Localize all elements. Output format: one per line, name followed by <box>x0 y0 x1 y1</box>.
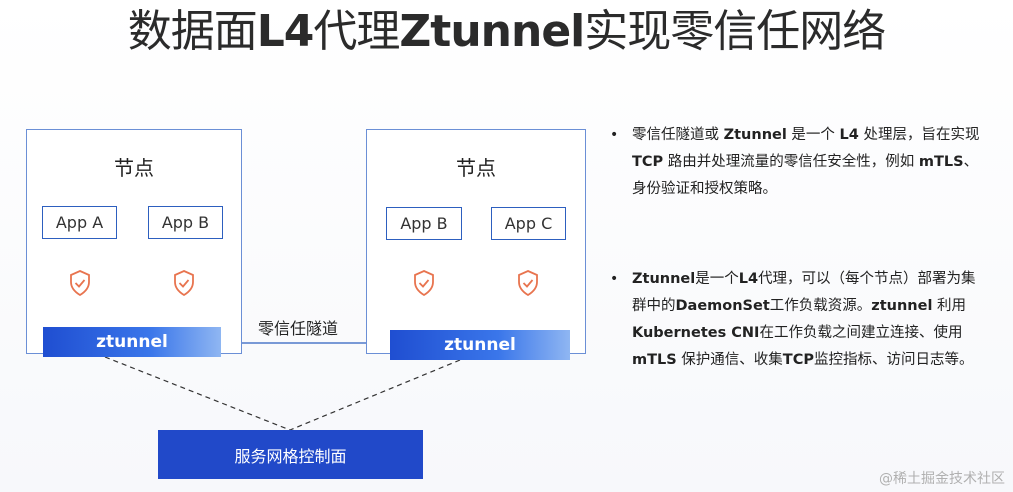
ztunnel-right: ztunnel <box>390 330 570 360</box>
app-box: App A <box>42 206 117 239</box>
app-box: App B <box>386 207 462 240</box>
ztunnel-left: ztunnel <box>43 327 221 357</box>
dashed-right <box>289 359 461 431</box>
node-box-left: 节点 <box>26 129 242 354</box>
app-box: App C <box>491 207 566 240</box>
shield-check-icon <box>518 270 538 296</box>
shield-check-icon <box>70 270 90 296</box>
bullet-item: •零信任隧道或 Ztunnel 是一个 L4 处理层，旨在实现 TCP 路由并处… <box>606 122 986 203</box>
control-plane: 服务网格控制面 <box>158 430 423 479</box>
node-label: 节点 <box>114 156 154 180</box>
bullet-list: •零信任隧道或 Ztunnel 是一个 L4 处理层，旨在实现 TCP 路由并处… <box>606 122 986 374</box>
node-label: 节点 <box>456 156 496 180</box>
bullet-dot: • <box>610 271 619 287</box>
bullet-dot: • <box>610 127 619 143</box>
shield-check-icon <box>174 270 194 296</box>
bullet-item: •Ztunnel是一个L4代理，可以（每个节点）部署为集群中的DaemonSet… <box>606 266 986 374</box>
watermark: @稀土掘金技术社区 <box>879 471 1005 487</box>
dashed-left <box>104 356 291 431</box>
page-title: 数据面L4代理Ztunnel实现零信任网络 <box>127 6 887 57</box>
shield-check-icon <box>414 270 434 296</box>
node-box-right: 节点 <box>366 129 586 354</box>
app-box: App B <box>148 206 223 239</box>
tunnel-label: 零信任隧道 <box>258 319 339 338</box>
